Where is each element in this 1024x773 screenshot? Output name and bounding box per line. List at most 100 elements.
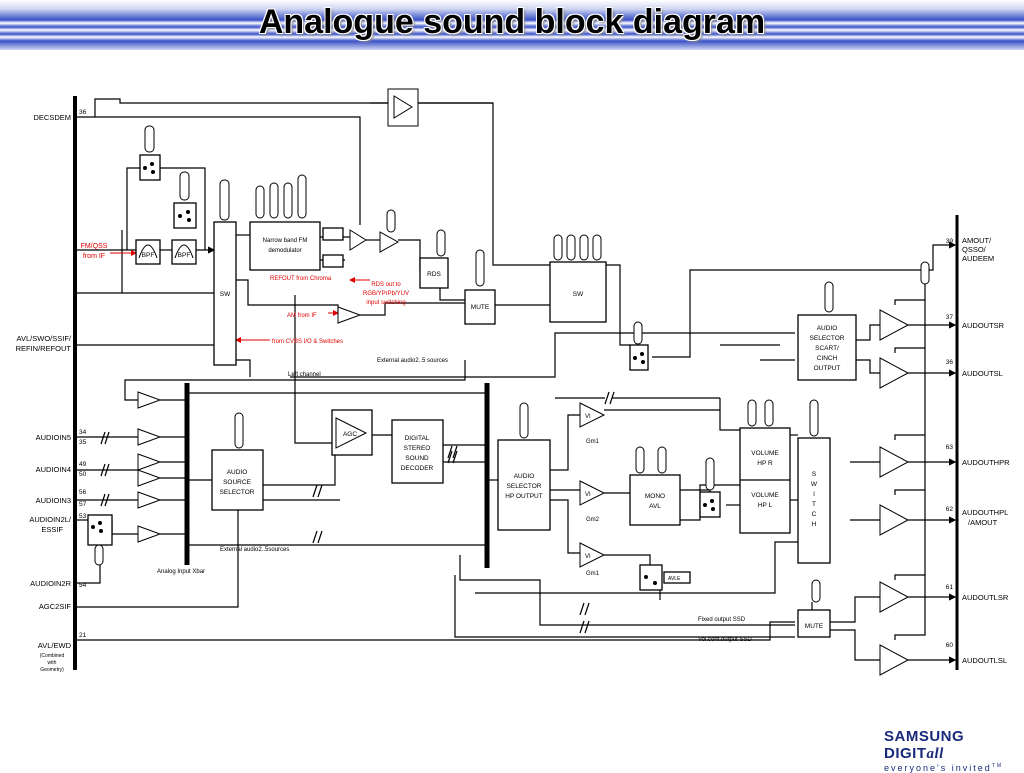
audio-source-selector-block xyxy=(211,449,264,511)
svg-text:RGB/YPrPb/YUV: RGB/YPrPb/YUV xyxy=(363,291,409,297)
svg-text:AVLE: AVLE xyxy=(668,576,681,582)
svg-text:BPF: BPF xyxy=(142,252,155,259)
svg-text:SW: SW xyxy=(573,291,584,298)
svg-text:53: 53 xyxy=(79,513,87,520)
svg-text:SW: SW xyxy=(220,291,231,298)
svg-text:RDS: RDS xyxy=(427,271,441,278)
svg-text:REFIN/REFOUT: REFIN/REFOUT xyxy=(16,344,72,353)
svg-text:Gm1: Gm1 xyxy=(586,571,600,577)
pin-label-decsdem: DECSDEM xyxy=(33,113,71,122)
svg-text:35: 35 xyxy=(79,439,87,446)
svg-text:MUTE: MUTE xyxy=(471,304,490,311)
svg-text:57: 57 xyxy=(79,501,87,508)
svg-text:AM from IF: AM from IF xyxy=(287,313,317,319)
svg-text:62: 62 xyxy=(946,506,954,513)
digital-stereo-sound-decoder-block xyxy=(391,419,444,484)
bpf1-block xyxy=(135,239,161,265)
svg-text:VI: VI xyxy=(585,414,591,420)
switch-block xyxy=(797,437,831,564)
svg-text:54: 54 xyxy=(79,582,87,589)
title-bar xyxy=(0,0,1024,50)
svg-text:VOLUME: VOLUME xyxy=(751,450,779,457)
mute1-block xyxy=(464,289,496,325)
pin-label-audioin5: AUDIOIN5 xyxy=(36,433,71,442)
svg-text:Vol.cont.output SSD: Vol.cont.output SSD xyxy=(698,637,752,643)
pin-label-audioin3: AUDIOIN3 xyxy=(36,496,71,505)
svg-text:MONO: MONO xyxy=(645,493,665,500)
svg-text:MUTE: MUTE xyxy=(805,623,824,630)
svg-text:56: 56 xyxy=(79,489,87,496)
svg-text:I: I xyxy=(813,491,815,498)
svg-text:RDS out to: RDS out to xyxy=(371,282,401,288)
svg-text:OUTPUT: OUTPUT xyxy=(814,365,841,372)
sw1-block xyxy=(213,221,237,366)
pin-label-avlewd: AVL/EWD xyxy=(38,641,72,650)
mute2-block xyxy=(797,609,831,638)
svg-text:50: 50 xyxy=(79,471,87,478)
svg-text:SOUND: SOUND xyxy=(405,455,429,462)
pin-label-fmqss: FM/QSS xyxy=(81,243,108,250)
svg-text:HP L: HP L xyxy=(758,502,773,509)
svg-text:(Combined: (Combined xyxy=(40,653,65,659)
bpf2-block xyxy=(171,239,197,265)
svg-text:with: with xyxy=(48,660,57,666)
svg-text:SELECTOR: SELECTOR xyxy=(220,489,255,496)
svg-text:VOLUME: VOLUME xyxy=(751,492,779,499)
svg-text:REFOUT from Chroma: REFOUT from Chroma xyxy=(270,276,332,282)
svg-text:36: 36 xyxy=(946,359,954,366)
pin-label-agc2sif: AGC2SIF xyxy=(39,602,72,611)
pin-label-avlswo: AVL/SWO/SSIF/ xyxy=(17,334,72,343)
svg-text:T: T xyxy=(812,501,816,508)
svg-text:VI: VI xyxy=(585,554,591,560)
svg-text:37: 37 xyxy=(946,314,954,321)
fm-demodulator-block xyxy=(249,221,321,271)
svg-text:AUDIO: AUDIO xyxy=(514,473,535,480)
svg-text:SOURCE: SOURCE xyxy=(223,479,251,486)
svg-text:input switching: input switching xyxy=(366,300,405,306)
svg-text:Gm2: Gm2 xyxy=(586,517,600,523)
svg-text:DIGITAL: DIGITAL xyxy=(405,435,430,442)
audio-selector-scart-block xyxy=(797,314,857,381)
svg-text:Narrow band FM: Narrow band FM xyxy=(263,238,308,244)
svg-text:AUDEEM: AUDEEM xyxy=(962,254,994,263)
svg-text:QSSO/: QSSO/ xyxy=(962,245,987,254)
pin-label-audioin2l: AUDIOIN2L/ xyxy=(29,515,72,524)
pin-label-audioin4: AUDIOIN4 xyxy=(36,465,71,474)
svg-text:External audio2..5sources: External audio2..5sources xyxy=(220,547,289,553)
svg-text:AVL: AVL xyxy=(649,503,661,510)
svg-text:61: 61 xyxy=(946,584,954,591)
svg-text:34: 34 xyxy=(79,429,87,436)
pin-label-audoutlsl: AUDOUTLSL xyxy=(962,656,1007,665)
svg-text:60: 60 xyxy=(946,642,954,649)
svg-text:W: W xyxy=(811,481,818,488)
samsung-digitall-logo: SAMSUNG DIGITall everyone's invitedTM xyxy=(884,728,1003,773)
svg-text:from IF: from IF xyxy=(83,253,105,260)
pin-label-audouthpr: AUDOUTHPR xyxy=(962,458,1010,467)
svg-text:AGC: AGC xyxy=(343,431,357,438)
svg-text:CINCH: CINCH xyxy=(817,355,838,362)
pin-label-amout: AMOUT/ xyxy=(962,236,992,245)
svg-text:VI: VI xyxy=(585,492,591,498)
svg-text:External audio2..5 sources: External audio2..5 sources xyxy=(377,358,448,364)
mono-avl-block xyxy=(629,474,681,526)
svg-text:SELECTOR: SELECTOR xyxy=(507,483,542,490)
svg-text:S: S xyxy=(812,471,817,478)
svg-text:from CVBS I/O & Switches: from CVBS I/O & Switches xyxy=(272,339,343,345)
svg-text:Left channel: Left channel xyxy=(288,372,321,378)
sw2-block xyxy=(549,261,607,323)
svg-text:21: 21 xyxy=(79,632,87,639)
svg-text:39: 39 xyxy=(946,238,954,245)
svg-text:36: 36 xyxy=(79,109,87,116)
svg-text:HP R: HP R xyxy=(757,460,773,467)
svg-text:DECODER: DECODER xyxy=(401,465,434,472)
pin-label-audoutsr: AUDOUTSR xyxy=(962,321,1005,330)
svg-text:AUDIO: AUDIO xyxy=(227,469,248,476)
pin-label-audoutlsr: AUDOUTLSR xyxy=(962,593,1009,602)
svg-text:Geometry): Geometry) xyxy=(40,667,64,673)
svg-text:SCART/: SCART/ xyxy=(815,345,839,352)
audio-selector-hp-output-block xyxy=(497,439,551,531)
svg-text:ESSIF: ESSIF xyxy=(41,525,63,534)
pin-label-audouthpl: AUDOUTHPL xyxy=(962,508,1008,517)
page-title: Analogue sound block diagram xyxy=(258,3,766,41)
